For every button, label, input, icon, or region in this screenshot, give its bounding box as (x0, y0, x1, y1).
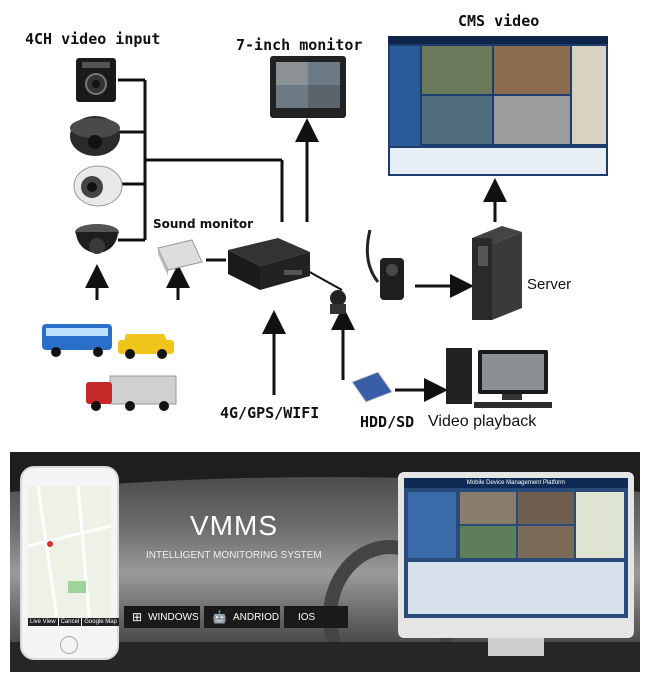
video-tile (518, 492, 574, 524)
camera-bus-lines (118, 78, 284, 242)
map-panel (576, 492, 624, 558)
vmms-banner: Live View Cancel Google Map VMMS INTELLI… (10, 452, 640, 672)
ios-button[interactable]: IOS (284, 606, 348, 628)
banner-title: VMMS (190, 510, 278, 541)
diagram-canvas (42, 36, 608, 411)
cms-video-label: CMS video (458, 12, 540, 30)
server-label: Server (527, 276, 572, 293)
google-map-button[interactable]: Google Map (82, 618, 119, 626)
cms-video-screen (388, 36, 608, 176)
windows-button[interactable]: ⊞ WINDOWS (124, 606, 200, 628)
video-tile (518, 526, 574, 558)
apple-icon (510, 622, 520, 632)
android-icon: 🤖 (212, 610, 227, 624)
camera-icon (76, 58, 116, 102)
bullet-camera-icon (73, 165, 123, 207)
monitor-stand (488, 638, 544, 656)
monitor-header: Mobile Device Management Platform (404, 478, 628, 488)
network-label: 4G/GPS/WIFI (220, 404, 320, 422)
storage-label: HDD/SD (360, 413, 415, 431)
sound-monitor-label: Sound monitor (153, 217, 254, 231)
seven-inch-monitor (270, 56, 346, 118)
dome-camera-icon (70, 116, 120, 156)
dvr-to-bodycam-line (305, 269, 343, 291)
monitor-screen: Mobile Device Management Platform (404, 478, 628, 618)
device-tree-panel (408, 492, 456, 558)
video-tile (460, 492, 516, 524)
truck-icon (86, 375, 177, 411)
dome-camera-icon (75, 224, 119, 254)
video-input-label: 4CH video input (25, 30, 161, 48)
server-icon (472, 226, 522, 320)
windows-icon: ⊞ (132, 610, 143, 624)
phone-map-screen (28, 486, 111, 626)
android-button[interactable]: 🤖 ANDRIOD (204, 606, 280, 628)
sd-card-icon (351, 371, 393, 403)
playback-label: Video playback (428, 413, 537, 430)
playback-pc-icon (446, 348, 552, 408)
data-table-panel (408, 562, 624, 614)
taxi-icon (118, 334, 174, 359)
monitor-label: 7-inch monitor (236, 36, 363, 54)
bus-icon (42, 324, 112, 357)
body-camera-icon (330, 229, 404, 314)
sound-monitor-icon (157, 239, 203, 276)
home-button[interactable] (60, 636, 78, 654)
banner-subtitle: INTELLIGENT MONITORING SYSTEM (146, 550, 322, 561)
desktop-monitor: Mobile Device Management Platform (398, 472, 634, 638)
live-view-button[interactable]: Live View (28, 618, 58, 626)
phone-mockup: Live View Cancel Google Map (20, 466, 119, 660)
dvr-icon (228, 238, 310, 290)
video-tile (460, 526, 516, 558)
cancel-button[interactable]: Cancel (58, 618, 82, 626)
arrows (85, 118, 507, 402)
